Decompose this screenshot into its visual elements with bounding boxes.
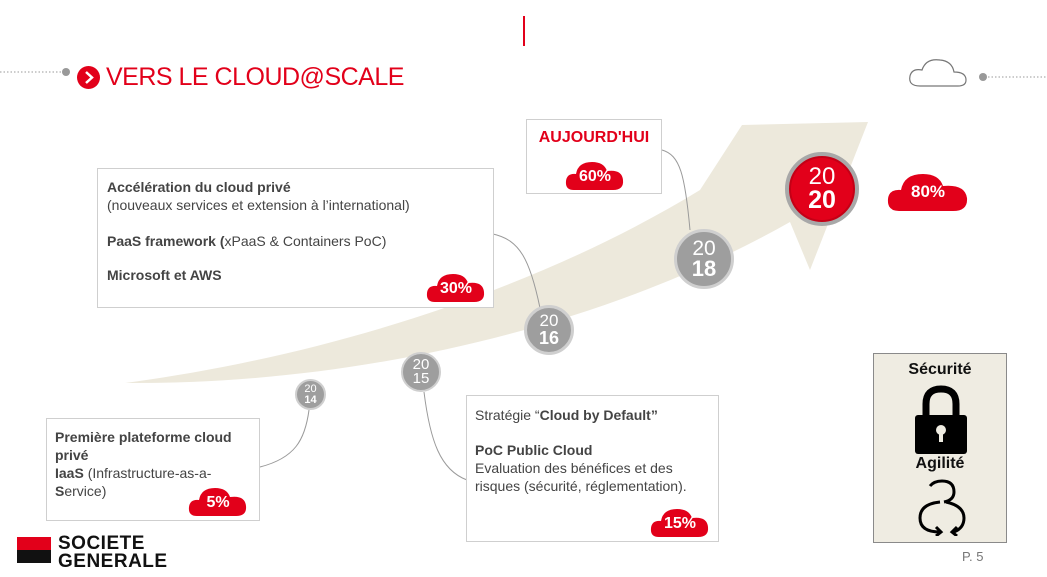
year-2020-top: 20 (808, 162, 836, 190)
year-2014-top: 20 (304, 383, 317, 396)
iaas-desc: (Infrastructure-as-a- (83, 465, 212, 481)
year-circle-2014: 20 14 (295, 379, 326, 410)
year-circle-2016: 20 16 (524, 305, 574, 355)
connector-2014 (259, 409, 310, 468)
header-dot-left (62, 68, 70, 76)
red-cloud-icon (650, 509, 709, 537)
cloud-percent-5: 5% (206, 494, 230, 511)
year-2015-bottom: 15 (412, 370, 430, 387)
year-2014-bottom: 14 (304, 393, 317, 406)
connector-2018 (661, 149, 691, 231)
first-platform-title: Première plateforme cloud privé (55, 429, 232, 463)
brand-name: SOCIETE GENERALE (58, 533, 168, 572)
agility-label: Agilité (915, 455, 965, 472)
paas-label: PaaS framework ( (107, 233, 225, 249)
year-2016-top: 20 (539, 311, 559, 331)
year-circle-2020: 20 20 (785, 152, 859, 226)
cloud-percent-15: 15% (663, 515, 697, 532)
year-circle-2015: 20 15 (401, 352, 441, 392)
strategy-prefix: Stratégie “ (475, 407, 540, 423)
cloud-badge-80: 80% (885, 167, 971, 213)
brand-line-2: GENERALE (58, 551, 168, 572)
red-cloud-icon (887, 174, 968, 211)
first-platform-box: Première plateforme cloud privé IaaS (In… (46, 418, 260, 521)
service-desc: ervice) (64, 483, 107, 499)
private-cloud-title: Accélération du cloud privé (107, 179, 291, 195)
cloud-percent-60: 60% (578, 168, 612, 185)
cloud-badge-5: 5% (187, 482, 249, 518)
private-cloud-box: Accélération du cloud privé (nouveaux se… (97, 168, 494, 308)
cloud-badge-30: 30% (425, 268, 487, 304)
cloud-by-default-label: Cloud by Default” (539, 407, 658, 423)
poc-public-cloud-desc: Evaluation des bénéfices et des risques … (475, 460, 687, 494)
connector-2015 (423, 391, 468, 481)
lock-icon (915, 385, 967, 454)
cloud-percent-80: 80% (910, 182, 946, 201)
year-2020-bottom: 20 (808, 185, 836, 214)
service-s-label: S (55, 483, 65, 499)
cloud-badge-15: 15% (649, 503, 711, 539)
cloud-percent-30: 30% (439, 280, 473, 297)
sg-logo-top (17, 537, 51, 550)
iaas-label: IaaS (55, 465, 84, 481)
private-cloud-desc: (nouveaux services et extension à l’inte… (107, 197, 410, 213)
page-number: P. 5 (962, 549, 984, 564)
security-label: Sécurité (908, 361, 972, 378)
year-2018-bottom: 18 (691, 255, 717, 281)
red-cloud-icon (565, 162, 624, 190)
year-2015-top: 20 (412, 355, 430, 373)
microsoft-aws-label: Microsoft et AWS (107, 267, 222, 283)
side-panel: Sécurité Agilité (873, 353, 1007, 543)
brand-line-1: SOCIETE (58, 533, 145, 554)
cloud-outline-icon (909, 59, 967, 87)
header-dot-right (979, 73, 987, 81)
year-2016-bottom: 16 (538, 327, 560, 348)
connector-2016 (492, 233, 541, 309)
red-cloud-icon (426, 274, 485, 302)
cycle-arrows-icon (918, 479, 966, 536)
red-cloud-icon (188, 488, 247, 516)
today-box: AUJOURD'HUI 60% (526, 119, 662, 194)
paas-desc: xPaaS & Containers PoC) (224, 233, 387, 249)
sg-logo-bottom (17, 550, 51, 563)
today-label: AUJOURD'HUI (538, 129, 650, 146)
page-title: VERS LE CLOUD@SCALE (106, 63, 404, 91)
year-circle-2018: 20 18 (674, 229, 734, 289)
strategy-box: Stratégie “Cloud by Default” PoC Public … (466, 395, 719, 542)
year-2018-top: 20 (692, 236, 716, 260)
header-chevron-icon (77, 66, 100, 89)
cloud-badge-60: 60% (564, 156, 626, 192)
poc-public-cloud-title: PoC Public Cloud (475, 442, 593, 458)
